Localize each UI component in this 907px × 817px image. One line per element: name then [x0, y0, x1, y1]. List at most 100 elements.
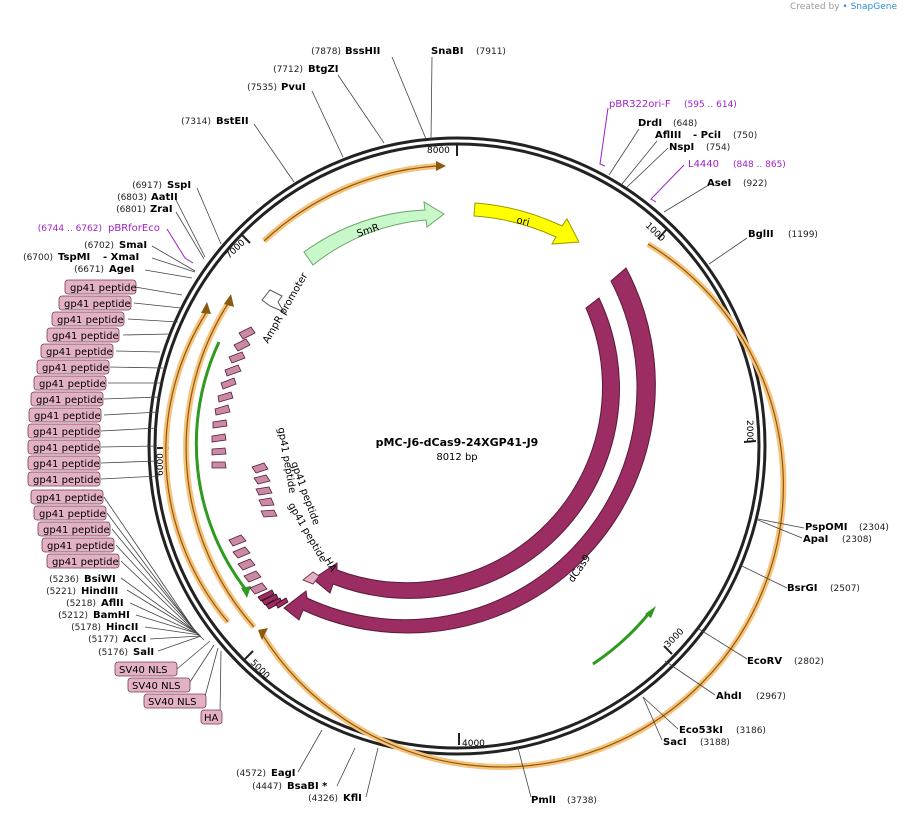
site-smai-pos: (6702)	[84, 241, 114, 251]
site-afliii: AflIII	[655, 130, 681, 141]
site-xmai: - XmaI	[103, 252, 139, 263]
gp41-arrow	[211, 433, 227, 443]
gp41-arrow	[224, 364, 242, 377]
gp41-box: gp41 peptide	[27, 455, 101, 471]
orf-arrowhead-right-end	[258, 628, 268, 640]
sv40-nls-arrow	[257, 589, 275, 602]
green-arrowhead-right	[645, 606, 656, 618]
site-aflii: AflII	[101, 598, 124, 609]
site-bamhi: BamHI	[93, 610, 130, 621]
orf-arc-inner-left-core	[165, 312, 229, 623]
gp41-arrow	[217, 391, 234, 403]
gp41-arrow	[212, 419, 228, 429]
gp41-box: gp41 peptide	[46, 327, 120, 343]
gp41-box: gp41 peptide	[33, 375, 107, 391]
site-hindiii: HindIII	[81, 586, 118, 597]
site-bglii: BglII	[748, 229, 774, 240]
site-zrai-pos: (6801)	[116, 205, 146, 215]
gp41-arrow	[258, 497, 275, 507]
sv40-box: SV40 NLS	[114, 661, 178, 677]
sv40-box-label: SV40 NLS	[132, 681, 181, 692]
gp41-arrow	[233, 338, 251, 352]
site-sali-pos: (5176)	[98, 648, 128, 658]
site-acci: AccI	[123, 634, 146, 645]
site-pcii-pos: (750)	[733, 131, 757, 141]
site-nspi-pos: (754)	[706, 143, 730, 153]
sv40-box: SV40 NLS	[143, 693, 207, 709]
site-asei-pos: (922)	[743, 179, 767, 189]
gp41-arrow-cluster-lower	[228, 534, 268, 595]
gp41-box: gp41 peptide	[58, 295, 132, 311]
site-eagi-pos: (4572)	[236, 769, 266, 779]
gp41-box: gp41 peptide	[46, 553, 120, 569]
gp41-box-label: gp41 peptide	[52, 331, 119, 342]
sv40-box-list: SV40 NLS SV40 NLS SV40 NLS	[114, 661, 207, 709]
site-agei-pos: (6671)	[74, 265, 104, 275]
primer-pbrforeco-range: (6744 .. 6762)	[38, 224, 102, 234]
site-bsiwi-pos: (5236)	[49, 575, 79, 585]
orf-arc-right-core	[261, 243, 784, 768]
site-sspi: SspI	[167, 180, 191, 191]
site-ahdi-pos: (2967)	[756, 692, 786, 702]
site-bsteii-pos: (7314)	[181, 117, 211, 127]
orf-arrowhead-top	[436, 161, 446, 171]
gp41-box: gp41 peptide	[64, 279, 137, 295]
gp41-box: gp41 peptide	[37, 521, 111, 537]
gp41-arrow	[249, 582, 268, 595]
ampr-promoter-label: AmpR promoter	[261, 270, 311, 345]
gp41-arrow	[228, 534, 247, 547]
gp41-arrow	[243, 570, 262, 583]
tick-label-8000: 8000	[427, 146, 450, 156]
primer-l4440-range: (848 .. 865)	[733, 160, 786, 170]
snapgene-logo-icon: •	[842, 2, 848, 12]
gp41-arrow	[211, 461, 227, 469]
site-btgzi-pos: (7712)	[273, 65, 303, 75]
credit-prefix: Created by	[790, 2, 840, 12]
dcas9-feature	[312, 297, 620, 599]
site-pvui: PvuI	[281, 82, 306, 93]
primer-pbr322ori-f-range: (595 .. 614)	[684, 100, 737, 110]
gp41-arrow	[232, 546, 251, 559]
gp41-arrow	[255, 486, 273, 496]
gp41-arrow	[251, 462, 269, 474]
ha-box-label: HA	[204, 713, 219, 724]
site-aatii: AatII	[151, 192, 178, 203]
gp41-box-label: gp41 peptide	[33, 443, 100, 454]
snapgene-credit: Created by • SnapGene	[790, 2, 897, 12]
site-bsshii-pos: (7878)	[311, 47, 341, 57]
gp41-arrow	[253, 474, 271, 485]
site-snabi: SnaBI	[431, 46, 463, 57]
site-eco53ki-pos: (3186)	[736, 726, 766, 736]
gp41-box-label: gp41 peptide	[47, 541, 114, 552]
sv40-box: SV40 NLS	[127, 677, 191, 693]
sv40-box-label: SV40 NLS	[148, 697, 197, 708]
gp41-box: gp41 peptide	[33, 505, 107, 521]
site-bsshii: BssHII	[345, 46, 380, 57]
site-zrai: ZraI	[150, 204, 173, 215]
leader-lines	[100, 56, 805, 798]
site-bsiwi: BsiWI	[84, 574, 116, 585]
site-pspomi: PspOMI	[805, 522, 847, 533]
site-btgzi: BtgZI	[308, 64, 339, 75]
primer-pbr322ori-f: pBR322ori-F	[609, 99, 671, 110]
site-hincii-pos: (5178)	[71, 623, 101, 633]
gp41-box: gp41 peptide	[36, 359, 110, 375]
gp41-box-label: gp41 peptide	[34, 411, 101, 422]
site-kfli: KflI	[343, 793, 362, 804]
gp41-box: gp41 peptide	[51, 311, 125, 327]
site-drdi-pos: (648)	[673, 119, 697, 129]
gp41-box: gp41 peptide	[41, 537, 115, 553]
dcas9-start-marker	[586, 297, 598, 305]
sv40-nls-arrow	[275, 597, 289, 609]
tick-label-6000: 6000	[156, 453, 166, 476]
site-ecorv-pos: (2802)	[794, 657, 824, 667]
gp41-box: gp41 peptide	[30, 391, 104, 407]
site-pvui-pos: (7535)	[247, 83, 277, 93]
ampr-promoter-arrow	[261, 289, 286, 314]
site-tspmi-pos: (6700)	[23, 253, 53, 263]
ha-box: HA	[200, 709, 223, 725]
gp41-box-label: gp41 peptide	[46, 347, 113, 358]
site-bamhi-pos: (5212)	[58, 611, 88, 621]
gp41-arrow	[228, 351, 246, 364]
site-saci: SacI	[663, 737, 687, 748]
